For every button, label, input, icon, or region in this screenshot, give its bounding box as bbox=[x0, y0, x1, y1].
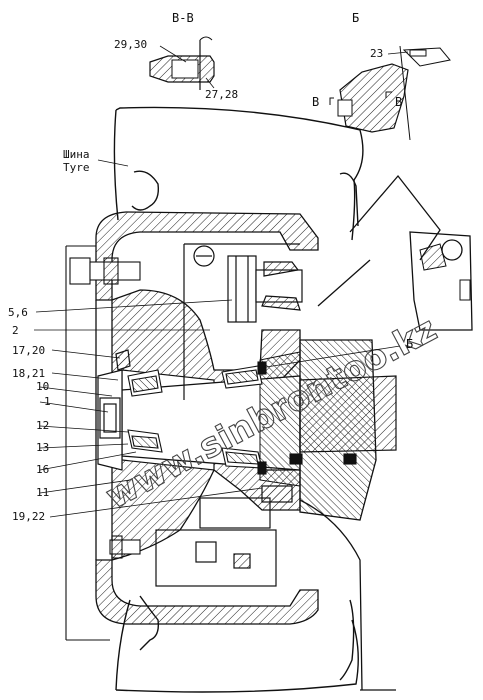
callout-13: 13 bbox=[36, 441, 49, 454]
callout-29-30: 29,30 bbox=[114, 38, 147, 51]
callout-1: 1 bbox=[44, 395, 51, 408]
brake-expander bbox=[183, 243, 303, 400]
section-b-title: Б bbox=[352, 11, 359, 25]
callout-16: 16 bbox=[36, 463, 49, 476]
view-mark-right: В bbox=[395, 95, 402, 109]
section-b-detail: Б 23 В В bbox=[312, 11, 451, 141]
brake-shoe-support bbox=[155, 485, 293, 587]
view-mark-left: В bbox=[312, 95, 319, 109]
callout-11: 11 bbox=[36, 486, 49, 499]
tire-label-ru: Шина bbox=[63, 148, 90, 161]
section-bb-title: В-В bbox=[172, 11, 194, 25]
callouts: 5,6 2 17,20 18,21 10 1 12 13 16 11 19,22… bbox=[8, 306, 413, 523]
callout-23: 23 bbox=[370, 47, 383, 60]
tyre-outline bbox=[113, 106, 364, 693]
callout-12: 12 bbox=[36, 419, 49, 432]
wheel-studs bbox=[69, 257, 141, 559]
tire-label-group: Шина Tyre bbox=[63, 148, 129, 174]
callout-18-21: 18,21 bbox=[12, 367, 45, 380]
tire-label-en: Tyre bbox=[63, 161, 90, 174]
callout-10: 10 bbox=[36, 380, 49, 393]
steering-arm bbox=[409, 231, 473, 331]
section-bb-detail: В-В 29,30 27,28 bbox=[114, 11, 238, 101]
callout-17-20: 17,20 bbox=[12, 344, 45, 357]
callout-section-b: Б bbox=[406, 337, 413, 351]
callout-5-6: 5,6 bbox=[8, 306, 28, 319]
brake-drum bbox=[65, 211, 319, 641]
callout-19-22: 19,22 bbox=[12, 510, 45, 523]
knuckle-spindle bbox=[121, 339, 397, 521]
callout-2: 2 bbox=[12, 324, 19, 337]
leader-lines bbox=[34, 299, 401, 518]
callout-27-28: 27,28 bbox=[205, 88, 238, 101]
